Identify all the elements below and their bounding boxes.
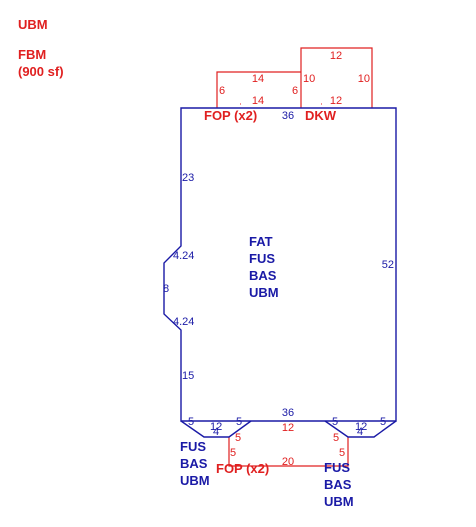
dkw-label: DKW [305, 108, 337, 123]
right-bay-label-bas: BAS [324, 477, 352, 492]
main-area-outline [163, 107, 397, 422]
dkw-outline [300, 47, 373, 108]
main-dim-top: 36 [282, 110, 294, 122]
right-bay-label-ubm: UBM [324, 494, 354, 509]
left-bay-dim-bottom: 12 [210, 421, 222, 433]
right-bay-outline [324, 420, 397, 438]
fop-bottom-dim-bottom: 20 [282, 456, 294, 468]
left-bay-outline [180, 420, 252, 438]
dkw-dim-left: 10 [303, 73, 315, 85]
left-bay-label-ubm: UBM [180, 473, 210, 488]
dkw-dim-right: 10 [358, 73, 370, 85]
fop-bottom-dim-left-b: 5 [230, 447, 236, 459]
main-dim-left-bay: 8 [163, 283, 169, 295]
main-label-bas: BAS [249, 268, 277, 283]
fop-top-dim-bottom: 14 [252, 95, 264, 107]
fop-bottom-dim-right-a: 5 [333, 432, 339, 444]
left-bay-dim-diag: 4 [213, 426, 219, 438]
main-dim-right: 52 [382, 259, 394, 271]
main-dim-left-lower: 15 [182, 370, 194, 382]
fop-top-outline [216, 71, 301, 108]
left-bay-label-fus: FUS [180, 439, 206, 454]
main-label-fat: FAT [249, 234, 273, 249]
fop-bottom-dim-right-b: 5 [339, 447, 345, 459]
header-line-2: FBM [18, 47, 46, 62]
fop-bottom-outline [228, 437, 349, 467]
right-bay-dim-diag: 4 [357, 426, 363, 438]
fop-bottom-dim-top: 12 [282, 422, 294, 434]
dkw-dim-top: 12 [330, 50, 342, 62]
right-bay-dim-right: 5 [380, 416, 386, 428]
right-bay-label-fus: FUS [324, 460, 350, 475]
main-label-ubm: UBM [249, 285, 279, 300]
right-bay-dim-bottom: 12 [355, 421, 367, 433]
left-bay-dim-right: 5 [236, 416, 242, 428]
main-dim-left-diag-upper: 4.24 [173, 250, 194, 262]
dkw-dim-bottom: 12 [330, 95, 342, 107]
fop-top-dim-right: 6 [292, 85, 298, 97]
fop-bottom-dim-left-a: 5 [235, 432, 241, 444]
fop-top-label: FOP (x2) [204, 108, 257, 123]
fop-top-dim-left: 6 [219, 85, 225, 97]
main-dim-left-diag-lower: 4.24 [173, 316, 194, 328]
left-bay-dim-left: 5 [188, 416, 194, 428]
left-bay-label-bas: BAS [180, 456, 208, 471]
main-dim-left-upper: 23 [182, 172, 194, 184]
fop-bottom-label: FOP (x2) [216, 461, 269, 476]
main-dim-bottom: 36 [282, 407, 294, 419]
right-bay-dim-left: 5 [332, 416, 338, 428]
header-line-1: UBM [18, 17, 48, 32]
header-line-3: (900 sf) [18, 64, 64, 79]
main-label-fus: FUS [249, 251, 275, 266]
fop-top-dim-top: 14 [252, 73, 264, 85]
